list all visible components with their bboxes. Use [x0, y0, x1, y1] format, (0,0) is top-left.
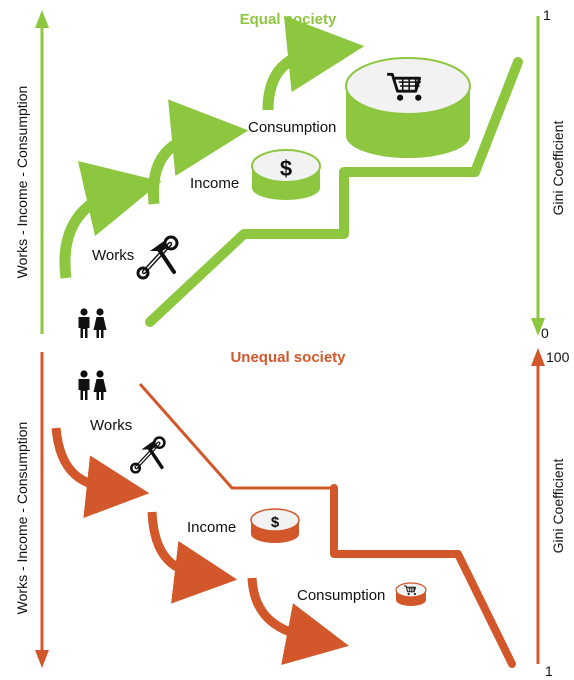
- unequal-people-icon: [78, 370, 107, 400]
- equal-income-arrow: [147, 99, 249, 205]
- equal-consumption-arrow: [262, 15, 365, 111]
- equal-gini-axis-arrowhead: [531, 318, 545, 336]
- equal-left-axis-label: Works - Income - Consumption: [14, 86, 30, 279]
- equal-cart-cylinder: [345, 57, 471, 158]
- equal-works-arrow: [59, 161, 162, 279]
- equal-consumption-label: Consumption: [248, 119, 336, 136]
- unequal-works-arrow: [51, 427, 150, 519]
- equal-gini-top-tick: 1: [543, 7, 551, 23]
- unequal-income-arrow: [147, 511, 238, 604]
- unequal-consumption-arrow: [247, 577, 349, 666]
- equal-works-label: Works: [92, 247, 134, 264]
- unequal-gini-staircase-thick: [330, 484, 516, 668]
- unequal-cart-cylinder: [395, 582, 427, 606]
- equal-coin-icon: $: [251, 149, 321, 200]
- unequal-income-label: Income: [187, 519, 236, 536]
- unequal-gini-axis-label: Gini Coefficient: [550, 459, 566, 554]
- unequal-works-label: Works: [90, 417, 132, 434]
- unequal-gini-staircase-thin: [138, 383, 334, 490]
- unequal-gini-axis-arrowhead: [531, 348, 545, 366]
- unequal-dollar-symbol: $: [271, 514, 280, 531]
- equal-society-title: Equal society: [240, 11, 337, 28]
- equal-gini-axis-label: Gini Coefficient: [550, 121, 566, 216]
- unequal-society-title: Unequal society: [230, 349, 346, 366]
- equal-tools-icon: [138, 237, 177, 278]
- equal-gini-bottom-tick: 0: [541, 325, 549, 341]
- unequal-consumption-label: Consumption: [297, 587, 385, 604]
- unequal-left-axis-arrowhead: [35, 650, 49, 668]
- equal-income-label: Income: [190, 175, 239, 192]
- equal-gini-staircase: [145, 57, 523, 327]
- unequal-gini-top-tick: 100: [546, 349, 570, 365]
- unequal-left-axis-label: Works - Income - Consumption: [14, 422, 30, 615]
- unequal-tools-icon: [129, 435, 167, 475]
- unequal-gini-bottom-tick: 1: [545, 663, 553, 679]
- unequal-coin-icon: $: [250, 508, 300, 543]
- equal-left-axis-arrowhead: [35, 10, 49, 28]
- equal-dollar-symbol: $: [280, 156, 292, 181]
- equal-people-icon: [78, 308, 107, 338]
